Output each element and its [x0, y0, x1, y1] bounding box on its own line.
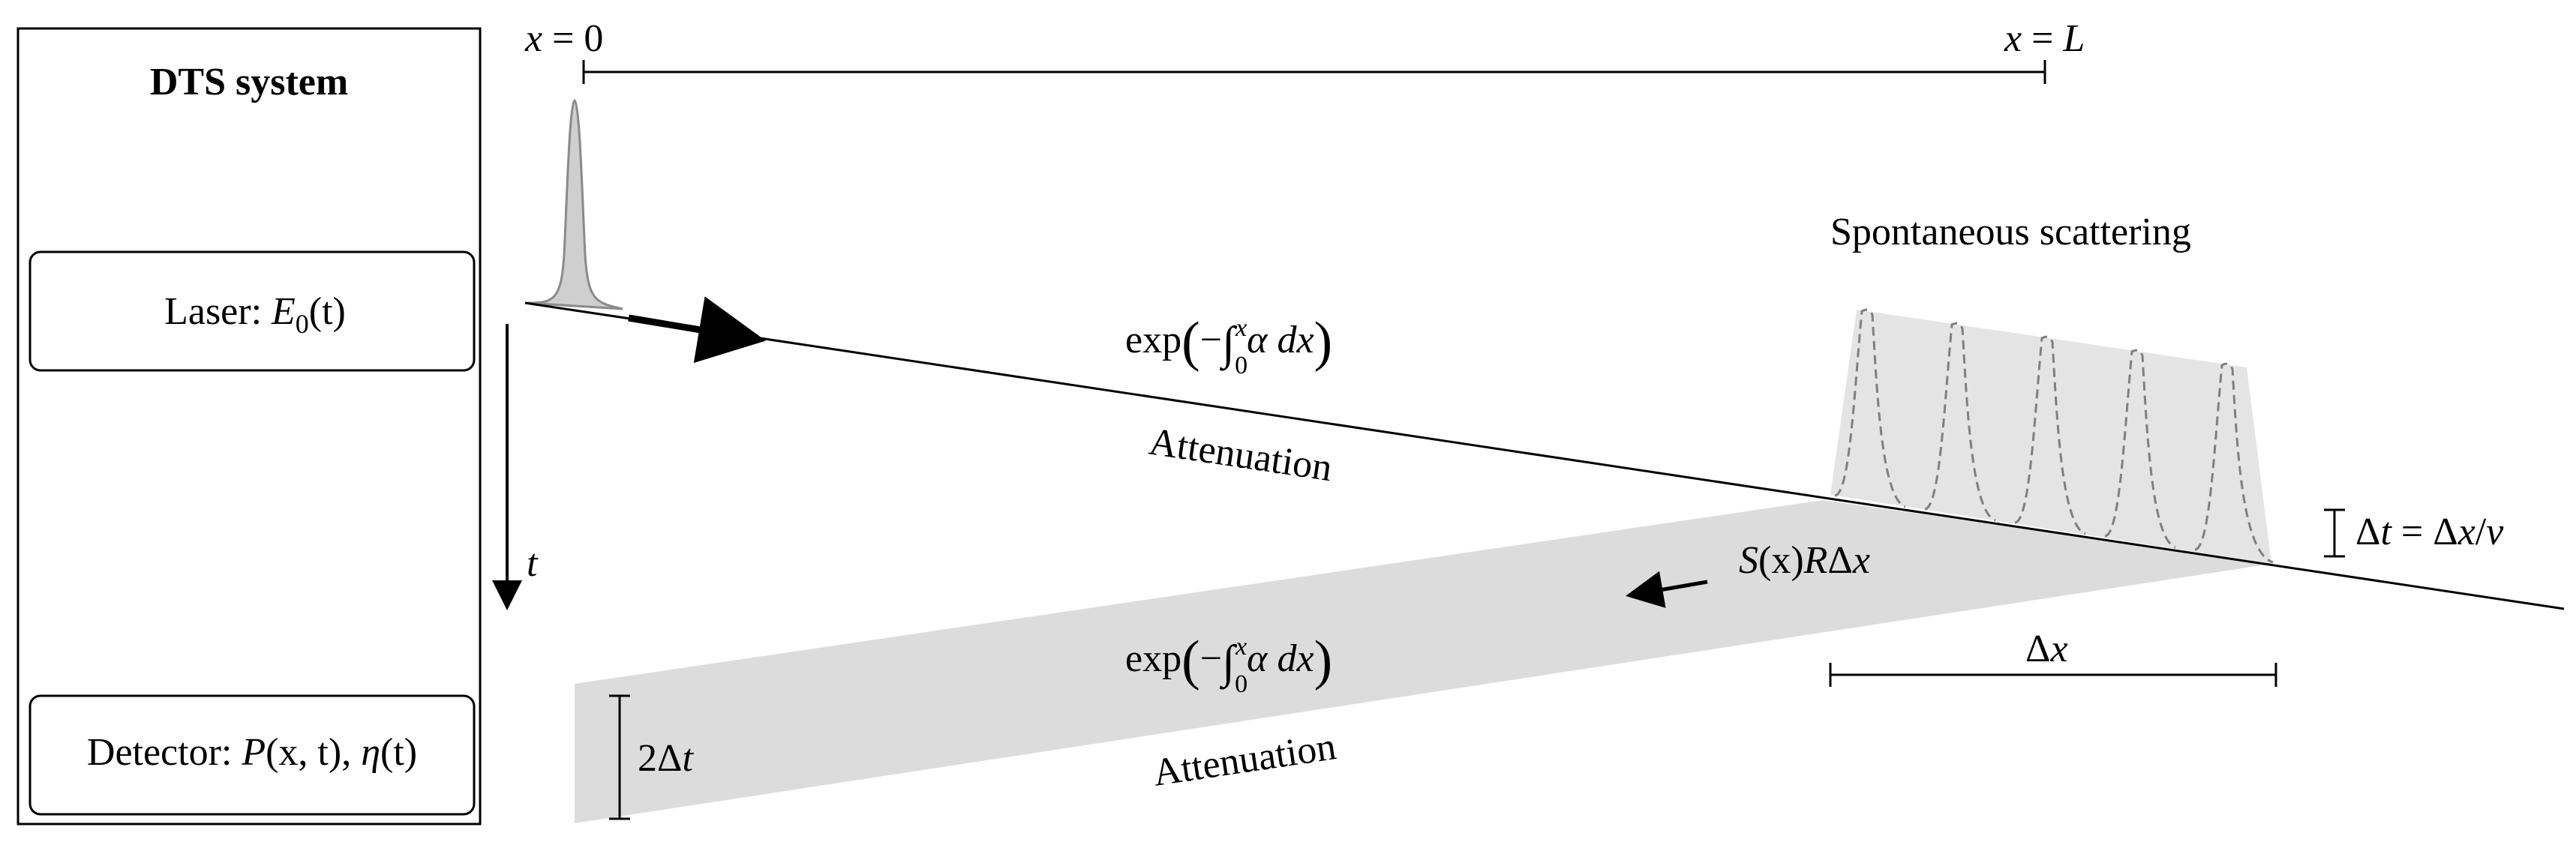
scatter-pulse-5 [2194, 362, 2274, 564]
fiber-start-label: x = 0 [524, 17, 603, 60]
panel-title: DTS system [150, 61, 348, 103]
backward-attenuation-label: Attenuation [1150, 725, 1338, 795]
dx-label: Δx [2025, 628, 2068, 670]
backscatter-direction-arrow [1626, 571, 1708, 608]
laser-label: Laser: E0(t) [164, 290, 346, 339]
laser-pulse [526, 99, 623, 310]
dts-system-panel [17, 27, 482, 826]
scatter-pulse-3 [2014, 335, 2086, 535]
backward-attenuation-formula: exp(−∫0xα dx) [1125, 630, 1332, 698]
scattering-region [1830, 310, 2271, 564]
forward-attenuation-label: Attenuation [1146, 420, 1335, 490]
time-axis-label: t [527, 542, 539, 585]
scatter-pulse-4 [2104, 349, 2176, 549]
dx-scale [1829, 663, 2277, 687]
laser-box [29, 250, 476, 372]
detector-box [29, 694, 476, 816]
dt-note: Δt = Δx/v [2355, 511, 2504, 553]
source-term: S(x)RΔx [1739, 539, 1870, 582]
scatter-pulse-2 [1924, 322, 1996, 522]
fiber-end-label: x = L [2004, 17, 2085, 60]
forward-attenuation-formula: exp(−∫0xα dx) [1125, 311, 1332, 379]
echo-width-bracket [609, 694, 630, 820]
detector-label: Detector: P(x, t), η(t) [87, 731, 417, 774]
forward-propagation-line [524, 301, 2565, 610]
pulse-direction-arrow [628, 296, 766, 364]
dt-bracket [2324, 508, 2345, 558]
fiber-length-scale [582, 60, 2046, 84]
backscatter-band [575, 500, 2271, 823]
scattering-title: Spontaneous scattering [1830, 211, 2191, 253]
echo-width-label: 2Δt [638, 737, 694, 780]
scatter-pulse-1 [1834, 308, 1906, 508]
